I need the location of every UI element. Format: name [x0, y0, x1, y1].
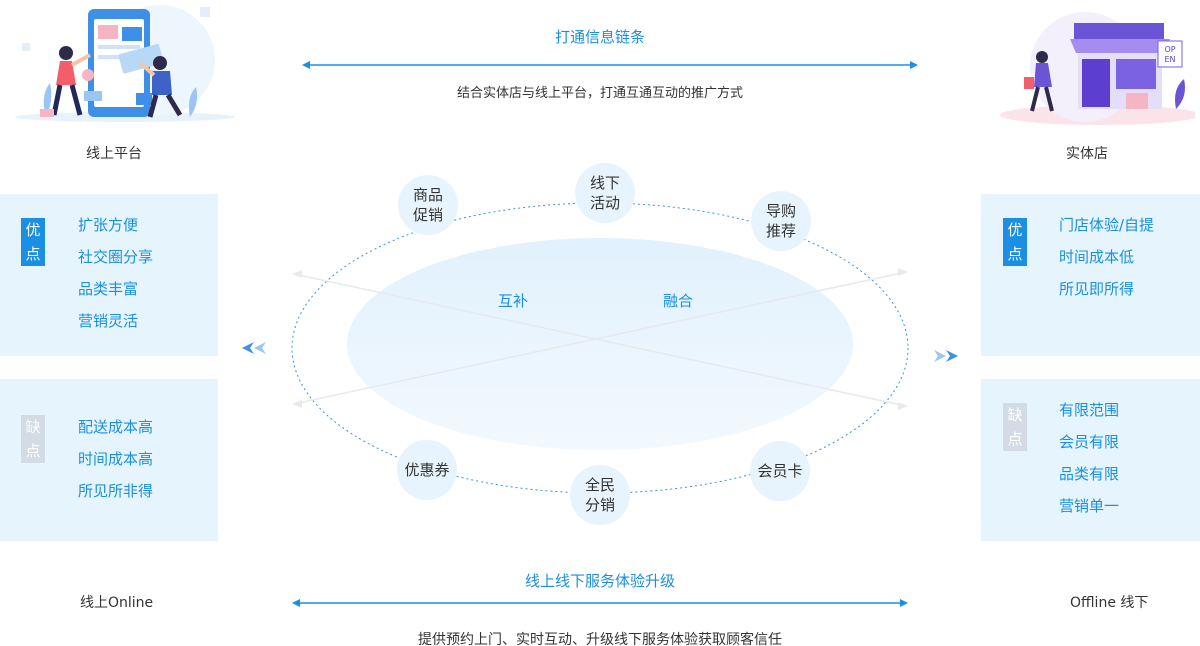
- offline-pros-badge: 优点: [1003, 218, 1027, 266]
- center-diagram: [291, 202, 909, 494]
- offline-cons-badge: 缺点: [1003, 403, 1027, 451]
- complement-label: 互补: [498, 292, 529, 310]
- online-pros-list: 扩张方便 社交圈分享 品类丰富 营销灵活: [78, 209, 153, 337]
- list-item: 所见即所得: [1059, 280, 1135, 298]
- list-item: 配送成本高: [78, 418, 154, 436]
- bottom-title: 线上线下服务体验升级: [524, 572, 675, 590]
- node-shopping-guide: 导购推荐: [751, 191, 811, 251]
- physical-store-illustration: OP EN: [1000, 12, 1195, 125]
- fusion-label: 融合: [663, 292, 694, 310]
- cross-line-2: [293, 271, 907, 405]
- shop-open-sign-2: EN: [1164, 55, 1175, 64]
- node-distribution: 全民分销: [570, 465, 630, 525]
- node-membership-card: 会员卡: [750, 441, 810, 501]
- online-cons-list: 配送成本高 时间成本高 所见所非得: [78, 411, 153, 507]
- list-item: 时间成本高: [78, 450, 154, 468]
- online-platform-label: 线上平台: [86, 146, 142, 162]
- online-bottom-label: 线上Online: [80, 595, 154, 611]
- top-title: 打通信息链条: [554, 28, 645, 46]
- shop-open-sign-1: OP: [1164, 45, 1175, 54]
- cross-line-1: [293, 273, 907, 407]
- right-chevron-icon: [934, 350, 958, 362]
- list-item: 品类丰富: [78, 280, 139, 298]
- offline-bottom-label: Offline 线下: [1070, 595, 1149, 611]
- bottom-double-arrow: [292, 599, 908, 607]
- list-item: 时间成本低: [1059, 248, 1135, 266]
- offline-cons-panel: 缺点 有限范围 会员有限 品类有限 营销单一: [981, 379, 1200, 541]
- inner-ellipse: [347, 238, 853, 450]
- online-pros-badge: 优点: [21, 218, 45, 266]
- list-item: 有限范围: [1059, 401, 1120, 419]
- list-item: 会员有限: [1059, 433, 1120, 451]
- list-item: 营销单一: [1059, 497, 1120, 515]
- node-coupon: 优惠券: [397, 440, 457, 500]
- node-product-promotion: 商品促销: [398, 175, 458, 235]
- list-item: 营销灵活: [78, 312, 139, 330]
- offline-cons-list: 有限范围 会员有限 品类有限 营销单一: [1059, 394, 1119, 522]
- left-chevron-icon: [242, 342, 266, 354]
- node-offline-activity: 线下活动: [575, 163, 635, 223]
- online-cons-panel: 缺点 配送成本高 时间成本高 所见所非得: [0, 379, 218, 541]
- list-item: 扩张方便: [78, 216, 139, 234]
- top-subtitle: 结合实体店与线上平台，打通互通互动的推广方式: [456, 86, 743, 101]
- list-item: 品类有限: [1059, 465, 1120, 483]
- list-item: 门店体验/自提: [1059, 216, 1155, 234]
- top-double-arrow: [302, 61, 918, 69]
- online-pros-panel: 优点 扩张方便 社交圈分享 品类丰富 营销灵活: [0, 194, 218, 356]
- list-item: 社交圈分享: [78, 248, 154, 266]
- bottom-subtitle: 提供预约上门、实时互动、升级线下服务体验获取顾客信任: [418, 632, 782, 646]
- physical-store-label: 实体店: [1066, 146, 1108, 162]
- online-cons-badge: 缺点: [21, 415, 45, 463]
- list-item: 所见所非得: [78, 482, 154, 500]
- offline-pros-list: 门店体验/自提 时间成本低 所见即所得: [1059, 209, 1154, 305]
- offline-pros-panel: 优点 门店体验/自提 时间成本低 所见即所得: [981, 194, 1200, 356]
- online-platform-illustration: [15, 5, 235, 122]
